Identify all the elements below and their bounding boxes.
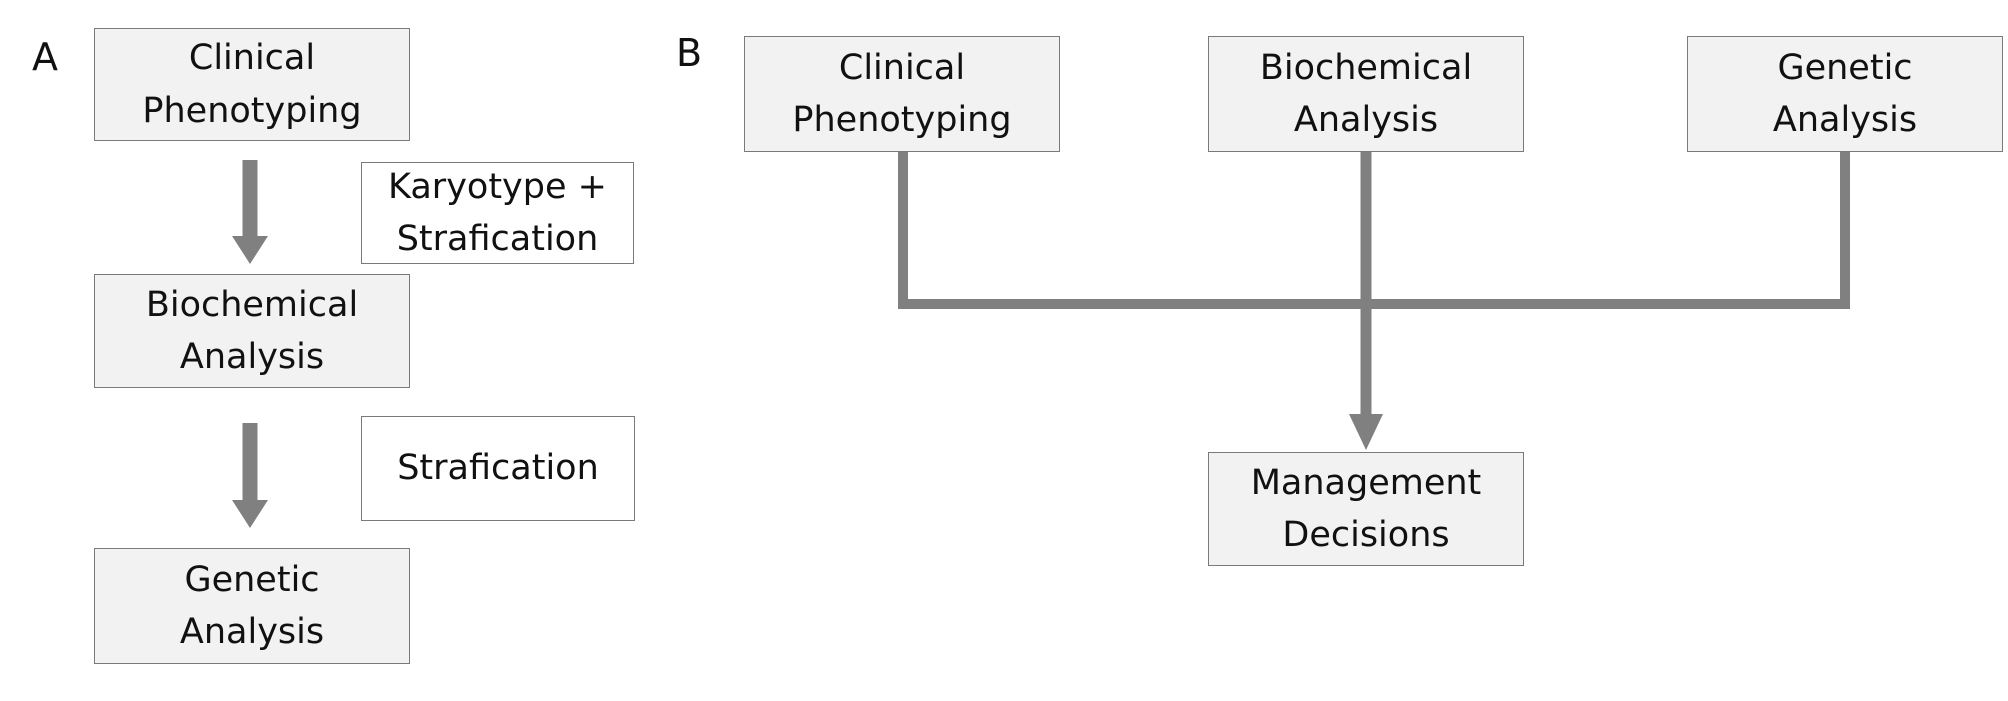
panel-b-arrowhead bbox=[1349, 414, 1383, 450]
panel-a-karyotype-stratification-note: Karyotype + Strafication bbox=[361, 162, 634, 264]
panel-a-stratification-note: Strafication bbox=[361, 416, 635, 521]
panel-b-merge-connector bbox=[898, 152, 1850, 450]
panel-a-arrow-2 bbox=[232, 423, 268, 528]
panel-b-genetic-analysis-box: Genetic Analysis bbox=[1687, 36, 2003, 152]
panel-b-label: B bbox=[676, 31, 703, 75]
panel-b-clinical-phenotyping-box: Clinical Phenotyping bbox=[744, 36, 1060, 152]
panel-a-clinical-phenotyping-box: Clinical Phenotyping bbox=[94, 28, 410, 141]
panel-a-biochemical-analysis-box: Biochemical Analysis bbox=[94, 274, 410, 388]
panel-b-management-decisions-box: Management Decisions bbox=[1208, 452, 1524, 566]
panel-b-biochemical-analysis-box: Biochemical Analysis bbox=[1208, 36, 1524, 152]
panel-a-arrow-1 bbox=[232, 160, 268, 264]
panel-a-label: A bbox=[32, 35, 58, 79]
panel-a-genetic-analysis-box: Genetic Analysis bbox=[94, 548, 410, 664]
